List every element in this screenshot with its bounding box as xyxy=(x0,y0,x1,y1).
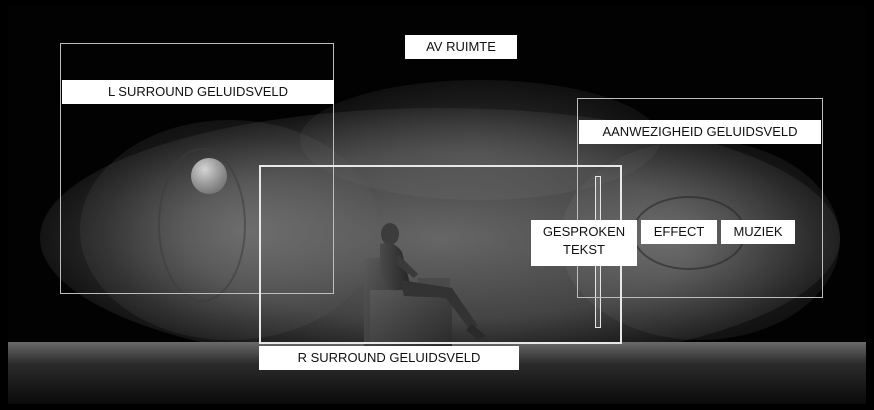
sound-source-sphere xyxy=(191,158,227,194)
r-surround-label: R SURROUND GELUIDSVELD xyxy=(259,346,519,370)
listener-body xyxy=(380,243,410,291)
music-label: MUZIEK xyxy=(721,220,795,244)
effect-label: EFFECT xyxy=(641,220,717,244)
speech-label: GESPROKEN TEKST xyxy=(531,220,637,266)
sound-swirl-left xyxy=(158,148,246,302)
presence-label: AANWEZIGHEID GELUIDSVELD xyxy=(579,120,821,144)
seated-listener-illustration xyxy=(364,223,486,346)
av-room-label: AV RUIMTE xyxy=(405,35,517,59)
listener-head xyxy=(381,223,399,245)
l-surround-label: L SURROUND GELUIDSVELD xyxy=(62,80,334,104)
l-surround-zone xyxy=(60,43,334,294)
presence-zone xyxy=(577,98,823,298)
